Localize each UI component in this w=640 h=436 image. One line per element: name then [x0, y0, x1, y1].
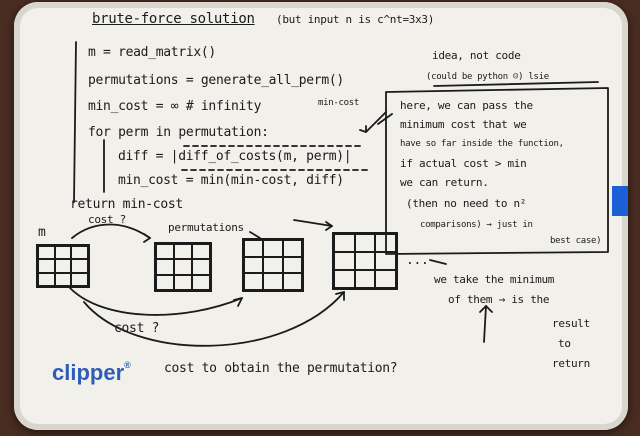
cost-label: cost ? — [88, 213, 126, 226]
code-line-2: permutations = generate_all_perm() — [88, 73, 344, 88]
idea-note-2: (could be python ☺) lsie — [426, 72, 549, 82]
take-min-arrow — [483, 305, 487, 343]
title: brute-force solution — [92, 11, 255, 27]
box-note-7: comparisons) → just in — [420, 220, 533, 230]
result-3: return — [552, 357, 590, 370]
result-1: result — [552, 317, 590, 330]
ink-strokes — [69, 41, 609, 347]
cost-arrow — [71, 223, 151, 239]
take-min-1: we take the minimum — [434, 273, 555, 286]
permutations-label: permutations — [168, 221, 244, 234]
bottom-question: cost to obtain the permutation? — [164, 361, 398, 376]
matrix-perm-1 — [154, 242, 212, 292]
m-label: m — [38, 225, 46, 240]
box-note-1: here, we can pass the — [400, 99, 533, 112]
code-line-6: min_cost = min(min-cost, diff) — [118, 173, 344, 188]
box-note-8: best case) — [550, 236, 602, 246]
code-line-4: for perm in permutation: — [88, 125, 269, 140]
box-arrow — [365, 111, 387, 133]
result-2: to — [558, 337, 571, 350]
box-note-4: if actual cost > min — [400, 157, 527, 170]
box-note-6: (then no need to n² — [406, 197, 527, 210]
obtain-curve-arrow — [83, 291, 345, 347]
matrix-perm-2 — [242, 238, 304, 292]
box-note-3: have so far inside the function, — [400, 139, 564, 149]
box-note-2: minimum cost that we — [400, 118, 527, 131]
take-min-2: of them → is the — [448, 293, 550, 306]
code-line-1: m = read_matrix() — [88, 45, 216, 60]
ellipsis: ... — [406, 253, 429, 268]
code-line-5: diff = |diff_of_costs(m, perm)| — [118, 149, 352, 164]
note-box-outline — [385, 87, 609, 255]
code-line-3: min_cost = ∞ # infinity — [88, 99, 262, 114]
title-note: (but input n is c^nt=3x3) — [276, 13, 435, 26]
code-bracket-line — [73, 41, 77, 203]
blue-tape — [612, 186, 628, 216]
clipper-logo: clipper® — [52, 360, 131, 385]
box-note-5: we can return. — [400, 176, 489, 189]
min-cost-tag: min-cost — [318, 98, 359, 108]
cost-curve-arrow — [69, 287, 243, 316]
whiteboard: brute-force solution (but input n is c^n… — [14, 2, 628, 430]
code-line-7: return min-cost — [70, 197, 183, 212]
matrix-m — [36, 244, 90, 288]
idea-note-1: idea, not code — [432, 49, 521, 62]
